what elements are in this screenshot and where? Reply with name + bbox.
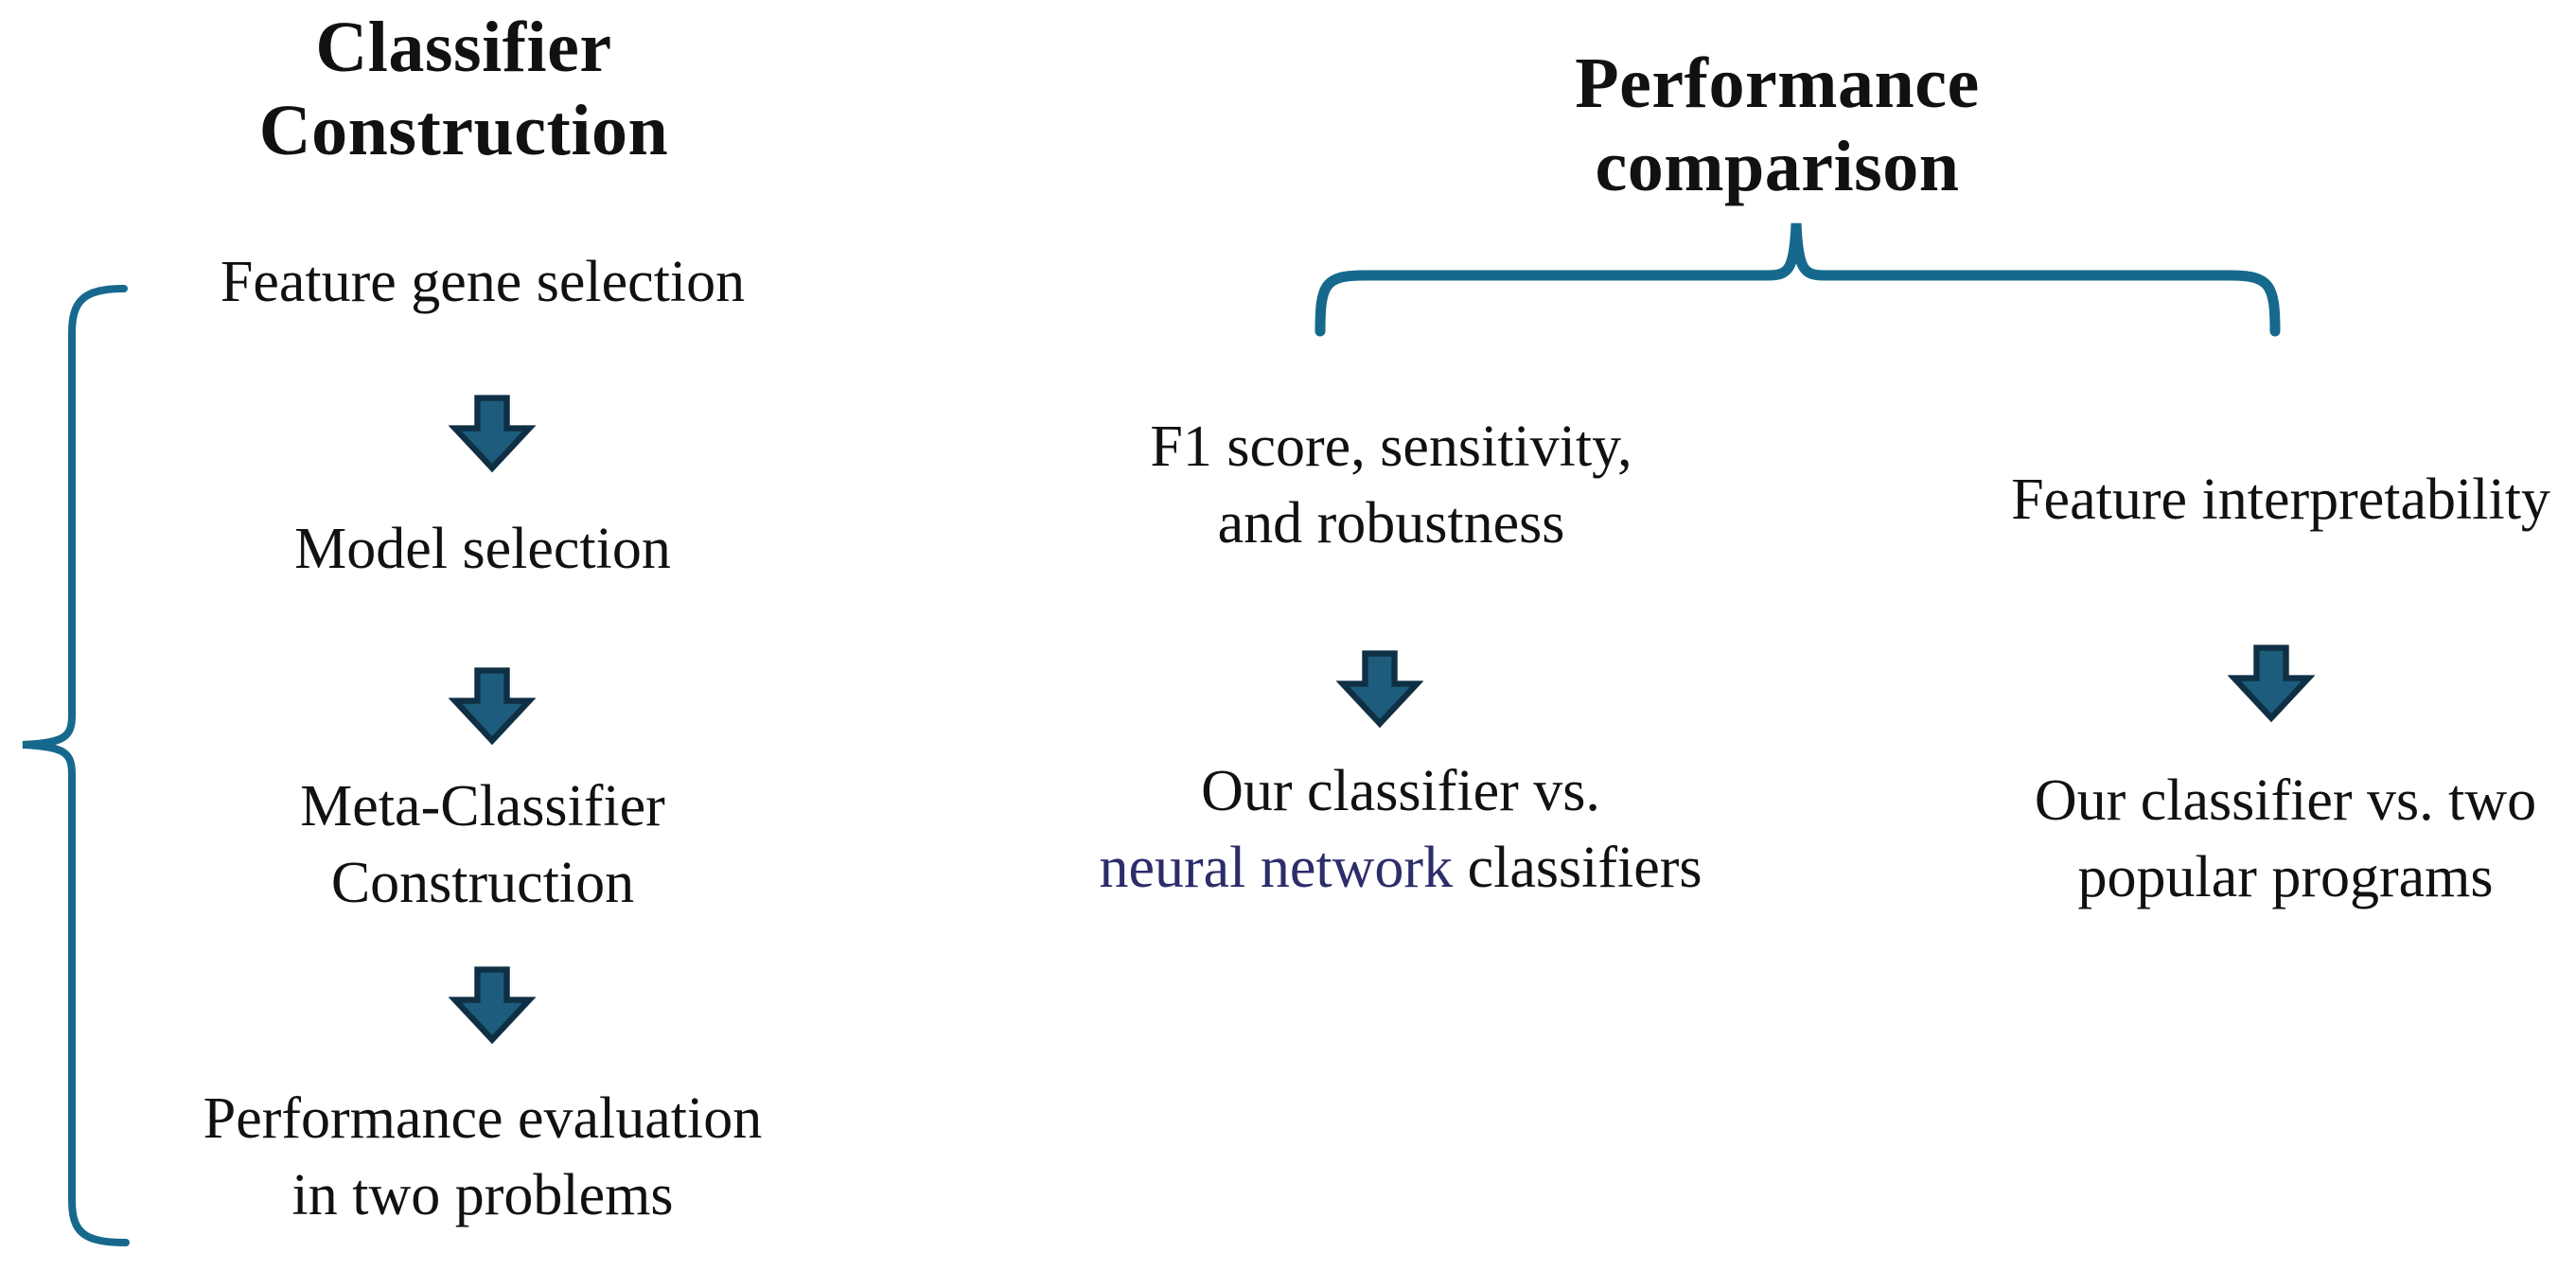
result-vs-popular-programs: Our classifier vs. two popular programs: [1954, 763, 2576, 915]
result-line-rest: classifiers: [1467, 835, 1703, 900]
step-line: in two problems: [291, 1162, 674, 1227]
classifier-construction-title: Classifier Construction: [258, 8, 669, 171]
highlight-neural-network: neural network: [1099, 835, 1454, 900]
criterion-f1-sensitivity-robustness: F1 score, sensitivity, and robustness: [1098, 409, 1685, 561]
criterion-line: F1 score, sensitivity,: [1150, 415, 1632, 479]
criterion-feature-interpretability: Feature interpretability: [1987, 462, 2574, 538]
down-arrow-icon: [449, 395, 536, 473]
down-arrow-icon: [2228, 644, 2315, 723]
step-line: Performance evaluation: [203, 1086, 763, 1151]
result-line: neural network classifiers: [1050, 830, 1751, 907]
down-arrow-icon: [449, 667, 536, 746]
curly-brace-top-icon: [1314, 222, 2281, 337]
result-line: popular programs: [2077, 844, 2494, 909]
result-vs-neural-networks: Our classifier vs. neural network classi…: [1050, 753, 1751, 906]
step-line: Meta-Classifier: [300, 774, 665, 838]
criterion-line: and robustness: [1217, 490, 1565, 556]
criterion-line: Feature interpretability: [2011, 468, 2550, 532]
step-performance-evaluation: Performance evaluation in two problems: [180, 1081, 785, 1233]
down-arrow-icon: [449, 966, 536, 1045]
step-feature-gene-selection: Feature gene selection: [180, 244, 785, 321]
step-line: Construction: [330, 850, 635, 915]
step-meta-classifier-construction: Meta-Classifier Construction: [180, 768, 785, 921]
down-arrow-icon: [1336, 650, 1423, 729]
step-line: Model selection: [294, 517, 671, 581]
step-model-selection: Model selection: [180, 511, 785, 588]
curly-brace-left-icon: [22, 285, 130, 1246]
performance-comparison-title: Performance comparison: [1575, 44, 1980, 207]
step-line: Feature gene selection: [220, 250, 746, 314]
result-line: Our classifier vs.: [1201, 759, 1600, 823]
result-line: Our classifier vs. two: [2034, 768, 2537, 833]
